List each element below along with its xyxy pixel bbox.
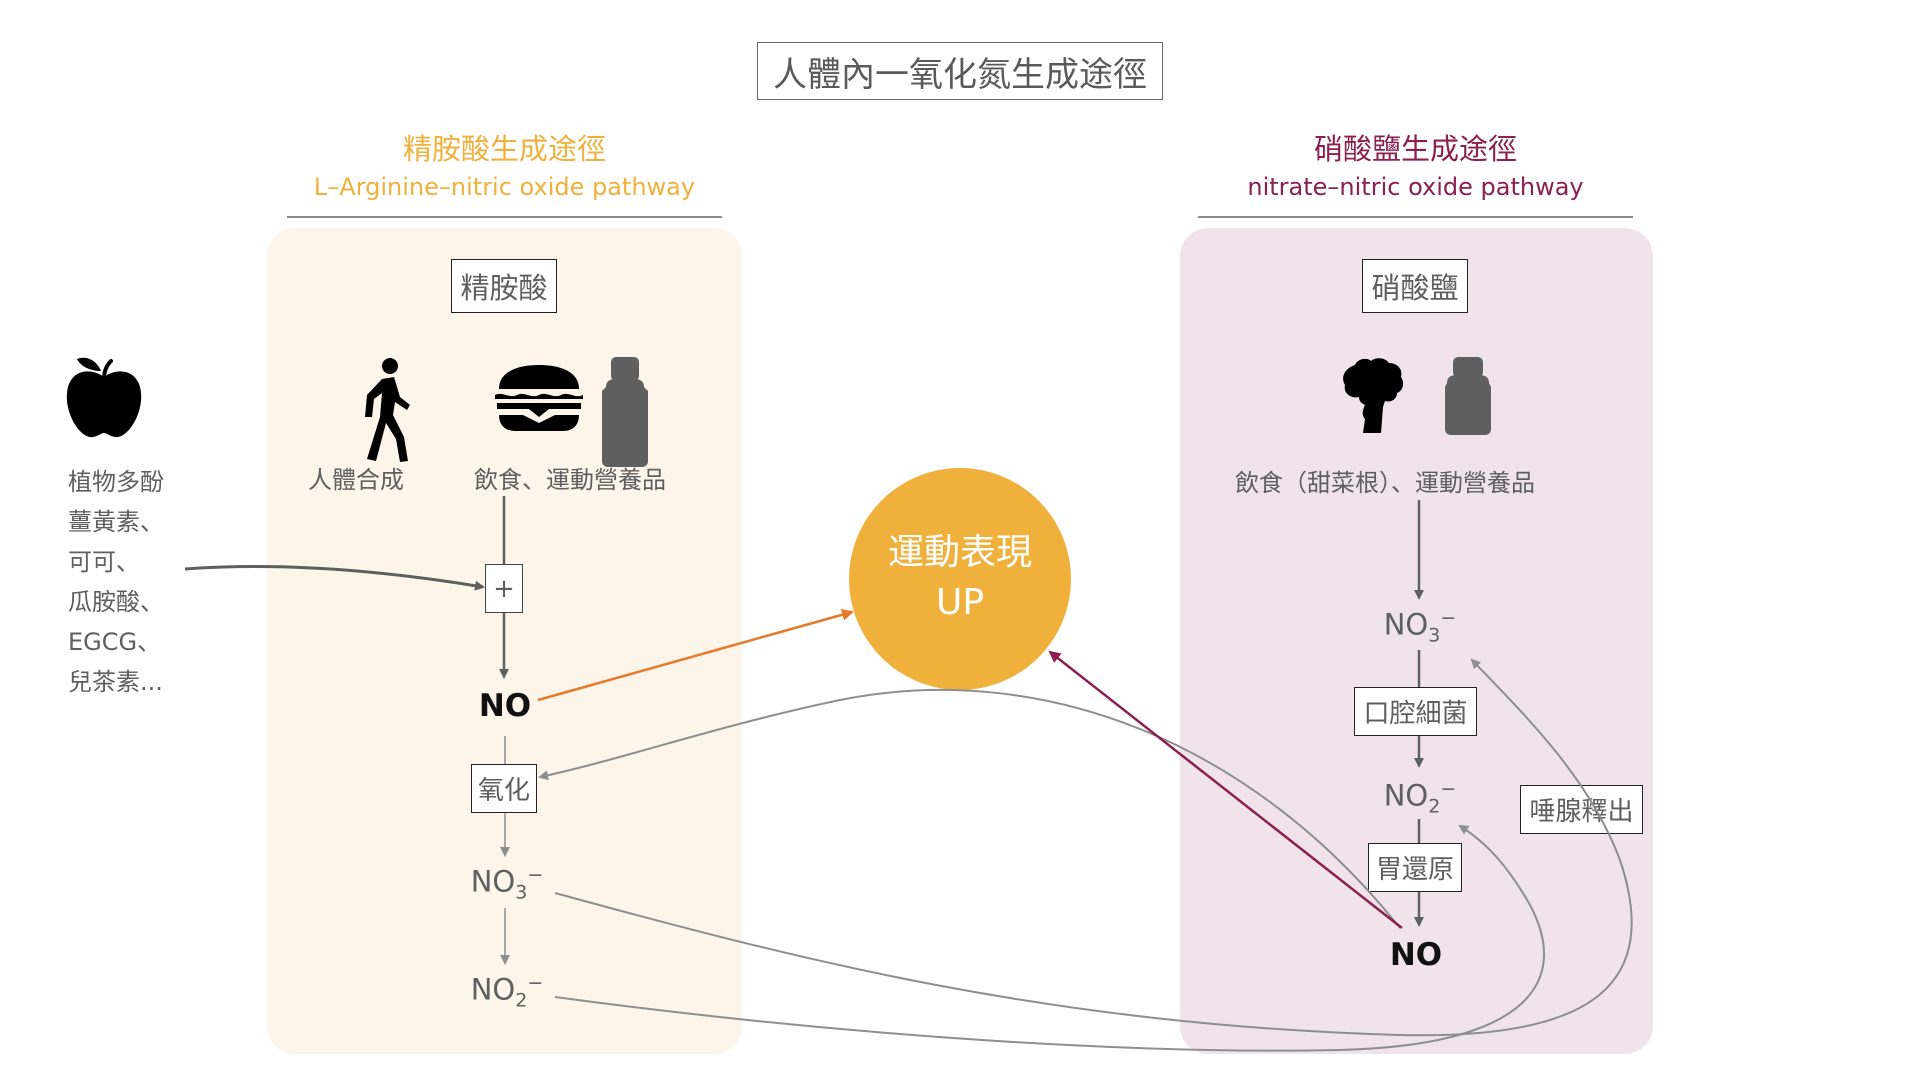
supplement-bottle-icon [602, 357, 648, 467]
oxidation-box: 氧化 [471, 764, 537, 813]
performance-up-circle: 運動表現 UP [849, 468, 1071, 690]
left-no-label: NO [478, 688, 532, 724]
left-heading-divider [287, 216, 722, 218]
up-label: UP [935, 582, 985, 623]
enhancer-list: 植物多酚 薑黃素、 可可、 瓜胺酸、 EGCG、 兒茶素... [68, 462, 164, 702]
left-heading-en: L–Arginine–nitric oxide pathway [313, 173, 696, 201]
right-no-label: NO [1389, 937, 1443, 973]
diagram-title: 人體內一氧化氮生成途徑 [757, 42, 1163, 100]
oral-bacteria-box: 口腔細菌 [1354, 687, 1477, 736]
plus-box: + [485, 564, 523, 613]
right-heading-divider [1198, 216, 1633, 218]
supplement-bottle-icon [1445, 357, 1491, 435]
nitrate-diet-label: 飲食（甜菜根）、運動營養品 [1235, 469, 1535, 497]
enhancer-item: EGCG、 [68, 628, 162, 656]
enhancer-item: 瓜胺酸、 [68, 588, 164, 616]
enhancer-item: 可可、 [68, 548, 140, 576]
enhancer-item: 兒茶素... [68, 668, 163, 696]
broccoli-icon [1341, 357, 1405, 435]
right-nitrate-label: NO3− [1383, 607, 1457, 647]
left-nitrate-label: NO3− [470, 864, 544, 904]
arginine-box: 精胺酸 [451, 259, 557, 313]
stomach-reduction-box: 胃還原 [1368, 843, 1462, 892]
arginine-diet-label: 飲食、運動營養品 [474, 466, 666, 494]
right-heading-cjk: 硝酸鹽生成途徑 [1313, 132, 1517, 166]
walking-person-icon [360, 357, 412, 467]
right-heading-en: nitrate–nitric oxide pathway [1247, 173, 1584, 201]
apple-icon [63, 355, 145, 439]
right-nitrite-label: NO2− [1383, 778, 1457, 818]
enhancer-item: 薑黃素、 [68, 508, 164, 536]
synthesis-label: 人體合成 [308, 466, 404, 494]
saliva-release-box: 唾腺釋出 [1520, 785, 1643, 834]
performance-label: 運動表現 [887, 532, 1032, 573]
arginine-pathway-panel [267, 228, 742, 1054]
left-nitrite-label: NO2− [470, 972, 544, 1012]
nitrate-box: 硝酸鹽 [1362, 259, 1468, 313]
left-heading-cjk: 精胺酸生成途徑 [402, 132, 606, 166]
enhancer-item: 植物多酚 [68, 468, 164, 496]
burger-icon [493, 363, 585, 433]
